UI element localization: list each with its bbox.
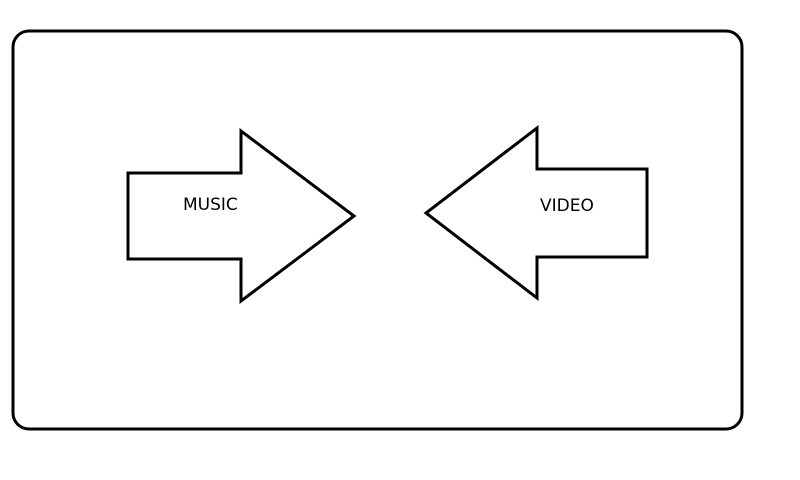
video-arrow-button[interactable]: VIDEO (423, 124, 649, 302)
music-arrow-button[interactable]: MUSIC (126, 127, 357, 305)
music-arrow-shape (126, 127, 357, 305)
music-label: MUSIC (183, 195, 238, 215)
device-frame (11, 29, 744, 431)
video-label: VIDEO (540, 196, 594, 216)
video-arrow-shape (423, 124, 649, 302)
